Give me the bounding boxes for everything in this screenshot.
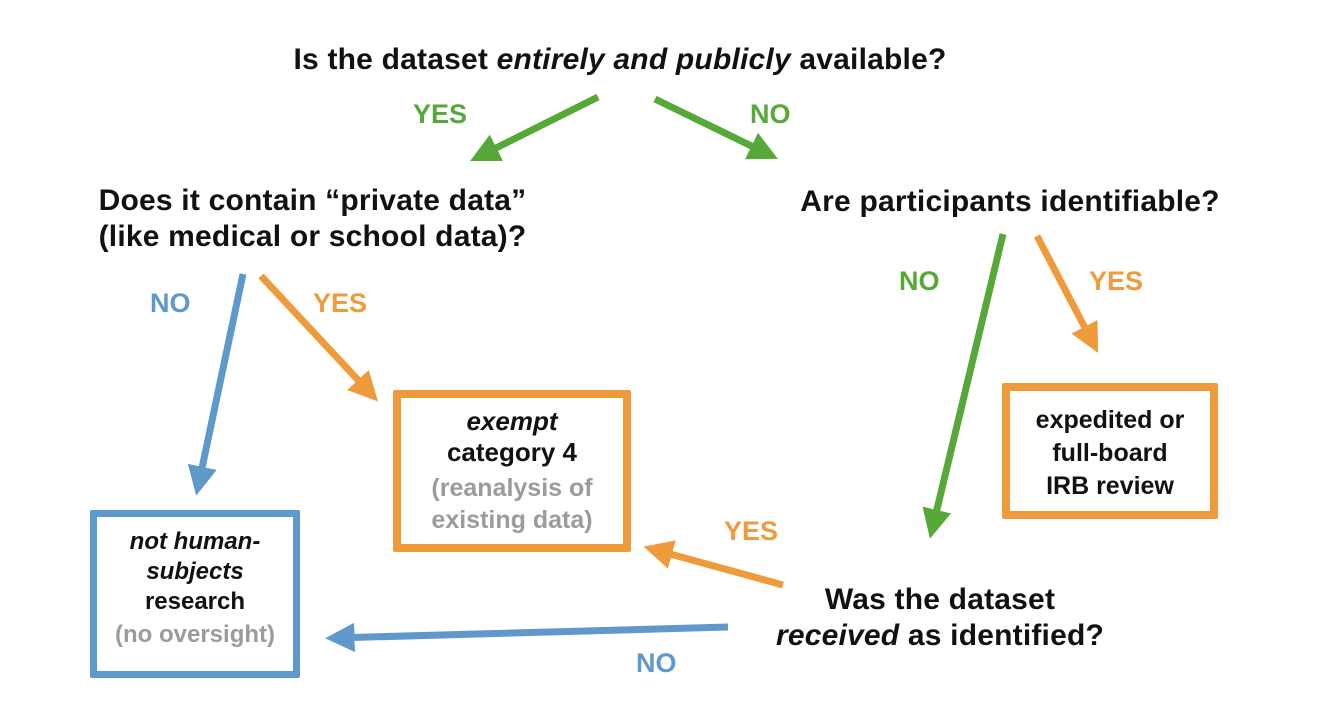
arrow-received-no [325, 622, 729, 653]
edge-label-identifiable-no: NO [899, 266, 940, 296]
edge-label-received-no: NO [636, 648, 677, 678]
edge-label-public-no: NO [750, 99, 791, 129]
edge-label-private-no: NO [150, 288, 191, 318]
edge-label-identifiable-yes: YES [1089, 266, 1144, 296]
arrow-identifiable-no [922, 233, 1007, 539]
arrow-public-yes [470, 93, 600, 161]
question-private-data-line2: (like medical or school data)? [98, 220, 527, 253]
question-dataset-public-post: available? [790, 43, 947, 76]
question-dataset-public-emphasis: entirely and publicly [496, 43, 791, 76]
edge-label-received-yes: YES [724, 516, 779, 546]
arrow-public-no [653, 95, 778, 160]
question-participants-identifiable: Are participants identifiable? [730, 184, 1290, 220]
exempt-note: (reanalysis of existing data) [431, 474, 593, 534]
question-participants-identifiable-text: Are participants identifiable? [800, 185, 1220, 218]
exempt-category-label: category 4 [446, 437, 578, 467]
question-received-emphasis: received [775, 619, 900, 652]
irb-review-line2: full-board [1052, 439, 1168, 467]
arrow-private-yes [258, 273, 379, 402]
question-received-line1: Was the dataset [824, 583, 1056, 616]
question-dataset-public: Is the dataset entirely and publicly ava… [160, 42, 1080, 78]
outcome-box-irb-review: expedited or full-board IRB review [1002, 383, 1218, 519]
arrow-identifiable-yes [1033, 234, 1099, 353]
not-human-subjects-label: not human-subjects [129, 528, 261, 585]
arrow-private-no [187, 273, 247, 496]
question-received-post: as identified? [899, 619, 1105, 652]
question-received-identified: Was the dataset received as identified? [735, 582, 1145, 654]
question-received-line2: received as identified? [735, 618, 1145, 654]
question-private-data: Does it contain “private data” (like med… [25, 183, 600, 255]
arrow-received-yes [643, 540, 784, 589]
outcome-box-not-human-subjects: not human-subjects research (no oversigh… [90, 510, 300, 678]
irb-review-line1: expedited or [1035, 406, 1185, 434]
edge-label-public-yes: YES [413, 99, 468, 129]
outcome-box-exempt-category-4: exempt category 4 (reanalysis of existin… [393, 390, 631, 552]
question-private-data-line1: Does it contain “private data” [98, 184, 527, 217]
irb-review-line3: IRB review [1046, 472, 1174, 500]
question-dataset-public-pre: Is the dataset [293, 43, 497, 76]
edge-label-private-yes: YES [313, 288, 368, 318]
no-oversight-note: (no oversight) [115, 621, 275, 648]
research-label: research [144, 588, 246, 615]
exempt-label: exempt [466, 406, 558, 436]
